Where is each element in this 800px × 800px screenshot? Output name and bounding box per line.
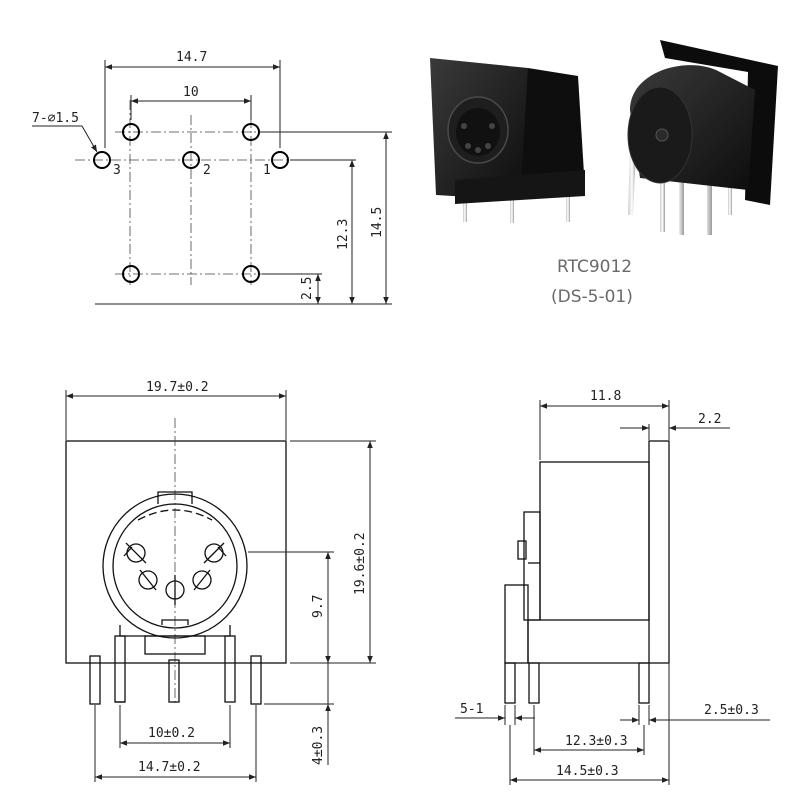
side-total-span-dim: 14.5±0.3	[556, 764, 619, 779]
side-row-span-dim: 12.3±0.3	[565, 734, 628, 749]
contact-left-lower	[138, 569, 158, 591]
product-photo-rear	[627, 40, 778, 235]
front-view-drawing: 19.7±0.2 19.6±0.2 9.7 4±0.3 10±0.2 14.7±…	[65, 380, 376, 782]
contact-left-upper	[123, 542, 147, 564]
front-height-dim: 19.6±0.2	[353, 532, 368, 595]
contact-right-lower	[192, 569, 212, 591]
side-depth-dim: 11.8	[590, 389, 621, 404]
contact-center	[165, 575, 185, 605]
pcb-footprint-drawing: 3 2 1 7-⌀1.5 14.7 10 14.5 12.3 2.5	[32, 50, 392, 305]
contact-right-upper	[203, 542, 227, 564]
footprint-height-dim: 14.5	[370, 207, 385, 238]
front-pins	[89, 635, 262, 705]
hole-spec-label: 7-⌀1.5	[32, 111, 79, 126]
footprint-hole	[242, 123, 260, 141]
side-pins	[504, 662, 650, 704]
side-view-drawing: 11.8 2.2 5-1 2.5±0.3 12.3±0.3 14.5±0.3	[455, 389, 770, 785]
product-photo-front	[430, 58, 585, 223]
side-pin-gap-dim: 5-1	[460, 702, 483, 717]
side-flange-dim: 2.2	[698, 412, 721, 427]
footprint-width-dim: 14.7	[176, 50, 207, 65]
front-center-dim: 9.7	[311, 595, 326, 618]
pin-label-2: 2	[203, 163, 211, 178]
front-pin-pitch-dim: 10±0.2	[148, 726, 195, 741]
pin-label-3: 3	[113, 163, 121, 178]
pin-label-1: 1	[263, 163, 271, 178]
footprint-hole-pin-3	[93, 151, 111, 169]
footprint-row-dim: 12.3	[336, 219, 351, 250]
product-part-number-label: (DS-5-01)	[551, 287, 633, 307]
footprint-hole-pin-1	[271, 151, 289, 169]
side-rear-pin-dim: 2.5±0.3	[704, 703, 759, 718]
footprint-hole-pin-2	[182, 151, 200, 169]
product-model-label: RTC9012	[557, 257, 632, 277]
footprint-hole	[122, 123, 140, 141]
footprint-hole	[122, 265, 140, 283]
footprint-hole	[242, 265, 260, 283]
front-pin-length-dim: 4±0.3	[311, 726, 326, 765]
footprint-pitch-dim: 10	[183, 85, 199, 100]
footprint-offset-dim: 2.5	[300, 277, 315, 300]
front-width-dim: 19.7±0.2	[146, 380, 209, 395]
front-pin-span-dim: 14.7±0.2	[138, 760, 201, 775]
